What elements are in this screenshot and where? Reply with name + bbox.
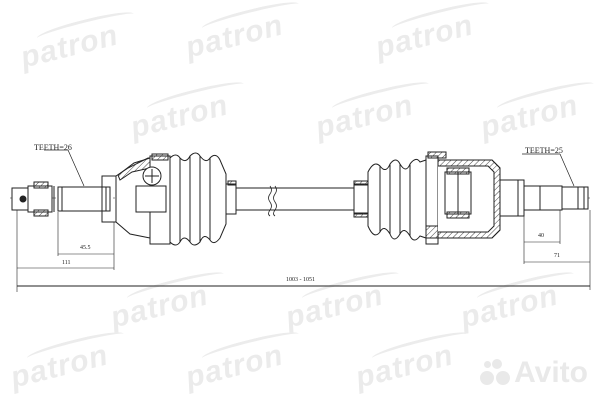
avito-watermark: Avito — [480, 356, 588, 390]
right-spline-teeth-label: TEETH=25 — [525, 146, 563, 155]
right-outer-dimension: 71 — [554, 253, 560, 259]
avito-wordmark: Avito — [514, 356, 588, 389]
right-inner-dimension: 40 — [538, 233, 544, 239]
left-inner-dimension: 45.5 — [80, 245, 91, 251]
avito-logo-icon — [480, 359, 511, 387]
overall-length-dimension: 1003 - 1051 — [286, 277, 315, 283]
left-spline-teeth-label: TEETH=26 — [34, 143, 72, 152]
left-outer-dimension: 111 — [62, 260, 71, 266]
